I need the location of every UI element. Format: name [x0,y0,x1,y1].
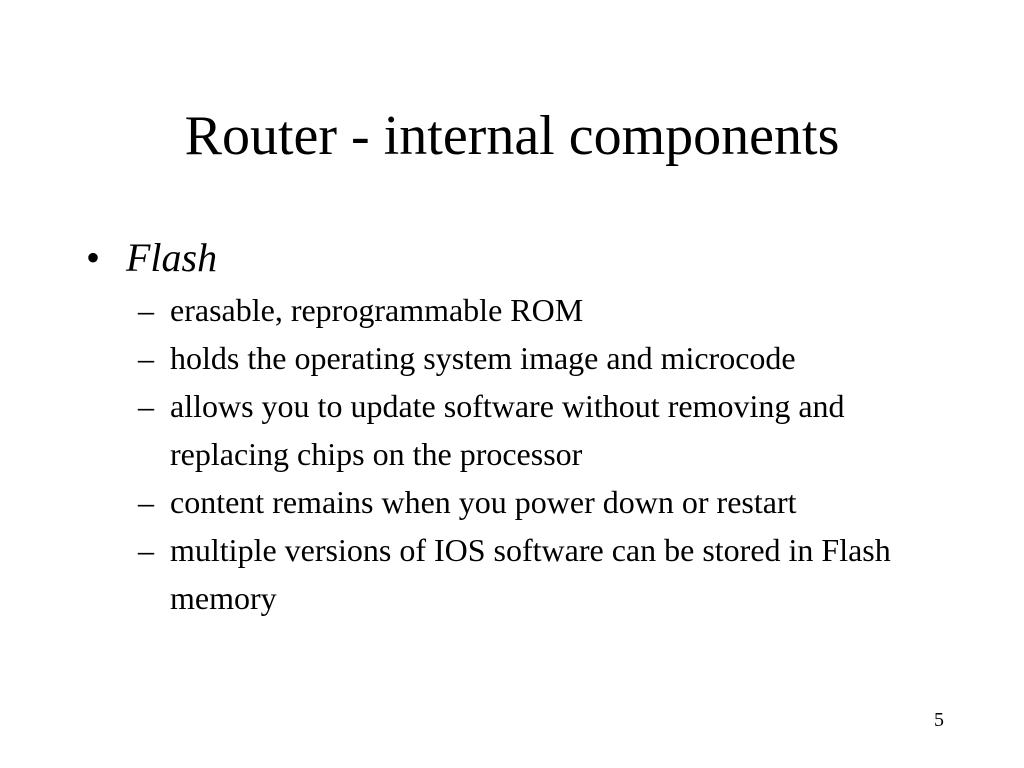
sub-bullet-text: multiple versions of IOS software can be… [170,532,891,616]
dash-icon: – [138,340,154,376]
sub-bullet-text: erasable, reprogrammable ROM [170,292,584,328]
page-number: 5 [934,709,944,731]
slide-title: Router - internal components [184,105,840,167]
sub-bullet: – allows you to update software without … [138,382,948,478]
bullet-dot-icon: • [86,235,101,280]
sub-bullet: – multiple versions of IOS software can … [138,526,948,622]
dash-icon: – [138,292,154,328]
sub-bullet: – content remains when you power down or… [138,478,948,526]
sub-bullet: – holds the operating system image and m… [138,334,948,382]
sub-bullet-text: content remains when you power down or r… [170,484,797,520]
dash-icon: – [138,532,154,568]
sub-bullet-list: – erasable, reprogrammable ROM – holds t… [86,286,966,622]
dash-icon: – [138,484,154,520]
sub-bullet-text: allows you to update software without re… [170,388,845,472]
sub-bullet: – erasable, reprogrammable ROM [138,286,948,334]
main-bullet-label: Flash [126,235,218,280]
main-bullet: • Flash [86,230,966,286]
dash-icon: – [138,388,154,424]
slide-body: • Flash – erasable, reprogrammable ROM –… [86,230,966,622]
sub-bullet-text: holds the operating system image and mic… [170,340,796,376]
